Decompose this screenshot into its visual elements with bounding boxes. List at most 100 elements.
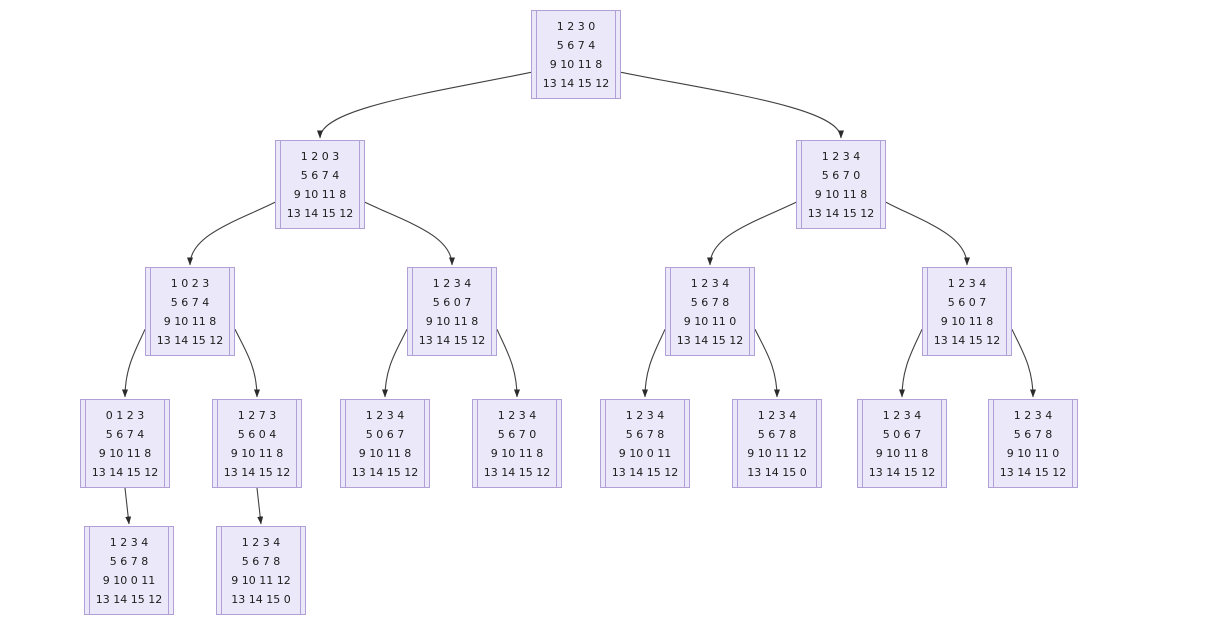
edge-n1-n4 [364,201,455,266]
puzzle-row: 9 10 11 8 [549,57,603,71]
puzzle-row: 5 6 7 4 [556,38,596,52]
tree-node-n5: 1 2 3 4 5 6 7 8 9 10 11 0 13 14 15 12 [665,267,755,356]
puzzle-row: 1 2 3 4 [690,276,730,290]
puzzle-row: 1 2 3 4 [625,408,665,422]
puzzle-row: 13 14 15 12 [611,465,679,479]
puzzle-row: 9 10 11 12 [747,446,807,460]
puzzle-row: 13 14 15 12 [351,465,419,479]
puzzle-row: 1 2 0 3 [300,149,340,163]
tree-node-n7: 0 1 2 3 5 6 7 4 9 10 11 8 13 14 15 12 [80,399,170,488]
puzzle-row: 1 2 3 4 [1013,408,1053,422]
edge-n1-n3 [187,201,276,266]
tree-node-n11: 1 2 3 4 5 6 7 8 9 10 0 11 13 14 15 12 [600,399,690,488]
puzzle-row: 9 10 0 11 [618,446,672,460]
tree-node-n3: 1 0 2 3 5 6 7 4 9 10 11 8 13 14 15 12 [145,267,235,356]
edge-n2-n5 [707,201,797,266]
puzzle-row: 13 14 15 0 [747,465,807,479]
tree-node-n6: 1 2 3 4 5 6 0 7 9 10 11 8 13 14 15 12 [922,267,1012,356]
puzzle-row: 5 6 0 4 [237,427,277,441]
puzzle-row: 9 10 11 8 [98,446,152,460]
puzzle-row: 5 6 7 4 [300,168,340,182]
edge-n8-n16 [256,487,264,525]
puzzle-row: 13 14 15 12 [807,206,875,220]
edge-n4-n9 [382,329,408,398]
puzzle-row: 13 14 15 12 [156,333,224,347]
puzzle-row: 5 6 7 8 [241,554,281,568]
puzzle-row: 1 2 3 4 [365,408,405,422]
edge-n6-n14 [1011,329,1036,398]
puzzle-row: 1 0 2 3 [170,276,210,290]
puzzle-row: 5 6 7 4 [170,295,210,309]
tree-node-n14: 1 2 3 4 5 6 7 8 9 10 11 0 13 14 15 12 [988,399,1078,488]
puzzle-row: 1 2 7 3 [237,408,277,422]
puzzle-row: 9 10 11 8 [875,446,929,460]
puzzle-row: 5 6 0 7 [432,295,472,309]
puzzle-row: 9 10 0 11 [102,573,156,587]
puzzle-row: 13 14 15 12 [483,465,551,479]
tree-node-n8: 1 2 7 3 5 6 0 4 9 10 11 8 13 14 15 12 [212,399,302,488]
puzzle-row: 5 6 0 7 [947,295,987,309]
puzzle-row: 9 10 11 8 [230,446,284,460]
puzzle-row: 9 10 11 8 [940,314,994,328]
tree-node-n4: 1 2 3 4 5 6 0 7 9 10 11 8 13 14 15 12 [407,267,497,356]
edge-n5-n11 [642,329,666,398]
puzzle-row: 13 14 15 12 [542,76,610,90]
puzzle-row: 9 10 11 0 [683,314,737,328]
edge-n5-n12 [754,329,780,398]
puzzle-row: 0 1 2 3 [105,408,145,422]
puzzle-row: 13 14 15 12 [868,465,936,479]
edge-n3-n7 [122,329,146,398]
edge-n0-n2 [620,71,844,139]
puzzle-row: 5 6 7 8 [109,554,149,568]
puzzle-row: 5 6 7 8 [690,295,730,309]
puzzle-row: 5 0 6 7 [882,427,922,441]
puzzle-row: 1 2 3 4 [497,408,537,422]
edge-n3-n8 [234,329,260,398]
puzzle-row: 13 14 15 12 [418,333,486,347]
edge-n2-n6 [885,201,970,266]
puzzle-row: 9 10 11 8 [490,446,544,460]
tree-node-n15: 1 2 3 4 5 6 7 8 9 10 0 11 13 14 15 12 [84,526,174,615]
edge-n6-n13 [899,329,923,398]
edge-n0-n1 [317,71,532,139]
puzzle-row: 1 2 3 4 [947,276,987,290]
puzzle-row: 5 6 7 8 [757,427,797,441]
puzzle-row: 13 14 15 12 [91,465,159,479]
puzzle-row: 13 14 15 0 [231,592,291,606]
edge-n4-n10 [496,329,520,398]
puzzle-row: 5 6 7 0 [497,427,537,441]
puzzle-row: 1 2 3 4 [109,535,149,549]
puzzle-row: 13 14 15 12 [933,333,1001,347]
puzzle-row: 1 2 3 4 [821,149,861,163]
puzzle-row: 1 2 3 0 [556,19,596,33]
tree-node-n0: 1 2 3 0 5 6 7 4 9 10 11 8 13 14 15 12 [531,10,621,99]
puzzle-row: 9 10 11 8 [163,314,217,328]
puzzle-row: 13 14 15 12 [95,592,163,606]
puzzle-row: 5 6 7 8 [1013,427,1053,441]
puzzle-row: 5 6 7 4 [105,427,145,441]
puzzle-row: 13 14 15 12 [223,465,291,479]
tree-node-n12: 1 2 3 4 5 6 7 8 9 10 11 12 13 14 15 0 [732,399,822,488]
puzzle-row: 1 2 3 4 [432,276,472,290]
edge-n7-n15 [124,487,132,525]
puzzle-row: 13 14 15 12 [286,206,354,220]
puzzle-row: 1 2 3 4 [241,535,281,549]
puzzle-row: 13 14 15 12 [676,333,744,347]
puzzle-row: 1 2 3 4 [882,408,922,422]
puzzle-row: 9 10 11 12 [231,573,291,587]
puzzle-row: 9 10 11 8 [358,446,412,460]
tree-node-n16: 1 2 3 4 5 6 7 8 9 10 11 12 13 14 15 0 [216,526,306,615]
puzzle-row: 9 10 11 8 [814,187,868,201]
tree-node-n10: 1 2 3 4 5 6 7 0 9 10 11 8 13 14 15 12 [472,399,562,488]
puzzle-row: 9 10 11 8 [425,314,479,328]
puzzle-row: 1 2 3 4 [757,408,797,422]
puzzle-row: 13 14 15 12 [999,465,1067,479]
puzzle-row: 9 10 11 0 [1006,446,1060,460]
tree-node-n13: 1 2 3 4 5 0 6 7 9 10 11 8 13 14 15 12 [857,399,947,488]
puzzle-row: 5 6 7 8 [625,427,665,441]
